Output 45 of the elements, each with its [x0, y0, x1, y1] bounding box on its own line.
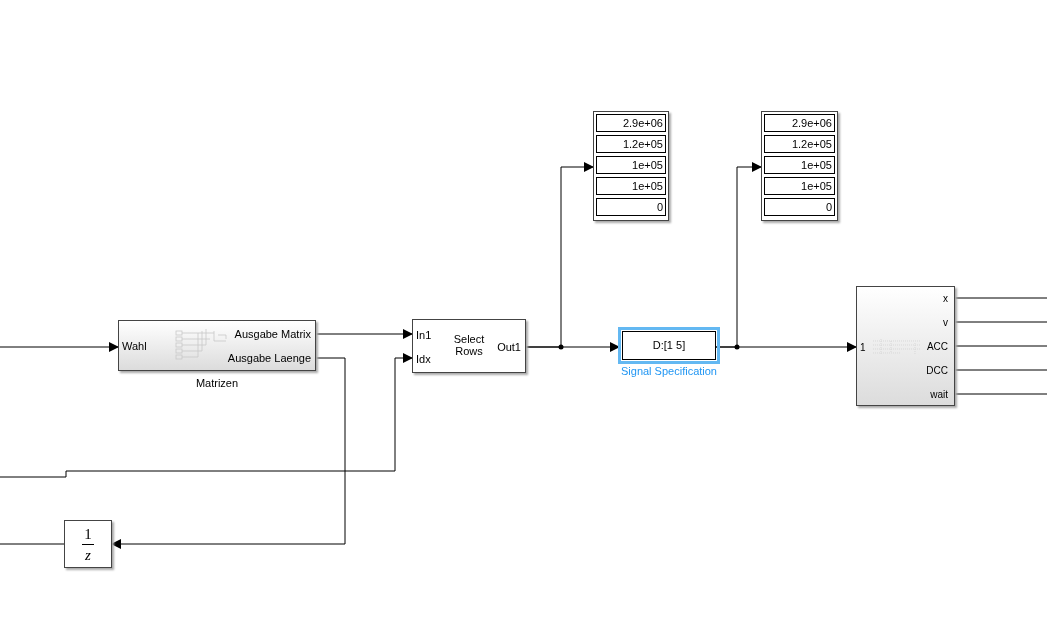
port-label: ACC: [926, 341, 948, 353]
subsystem-block: [118, 320, 316, 371]
subsystem-block: [856, 286, 955, 406]
block-label: D:[1 5]: [651, 338, 687, 354]
display-value: 1e+05: [764, 156, 835, 174]
port-label: x: [943, 293, 948, 305]
port-label: Ausgabe Matrix: [234, 327, 311, 342]
arrow: [525, 342, 620, 352]
display-value: 1.2e+05: [764, 135, 835, 153]
signal-line: [954, 345, 1047, 347]
display-value: 2.9e+06: [764, 114, 835, 132]
port-label: v: [943, 317, 948, 329]
select-rows-block: [412, 319, 526, 373]
port-label: 1: [860, 341, 866, 355]
fraction-numerator: 1: [84, 525, 92, 542]
port-label: wait: [930, 389, 948, 401]
display-value: 0: [764, 198, 835, 216]
port-label: Ausgabe Laenge: [227, 351, 311, 366]
display-value: 1e+05: [764, 177, 835, 195]
display-value: 0: [596, 198, 666, 216]
unit-delay-block: [64, 520, 112, 568]
arrow: [0, 353, 413, 478]
port-label: In1: [416, 328, 432, 343]
display-value: 1e+05: [596, 156, 666, 174]
port-label: Wahl: [122, 339, 147, 354]
signal-line: [954, 369, 1047, 371]
arrow: [315, 329, 413, 339]
arrow: [0, 342, 119, 352]
signal-line: [954, 297, 1047, 299]
signal-line: [954, 321, 1047, 323]
port-label: DCC: [926, 365, 948, 377]
port-label: Out1: [497, 340, 521, 355]
display-value: 1e+05: [596, 177, 666, 195]
port-label: Idx: [416, 352, 431, 367]
fraction-denominator: z: [85, 546, 91, 563]
display-block: [761, 111, 838, 221]
arrow: [111, 357, 346, 549]
block-name: Matrizen: [194, 376, 240, 391]
block-label: Select Rows: [452, 333, 486, 357]
signal-line: [954, 393, 1047, 395]
block-name: Signal Specification: [620, 364, 718, 379]
display-value: 1.2e+05: [596, 135, 666, 153]
display-block: [593, 111, 669, 221]
signal-line: [0, 543, 65, 545]
display-value: 2.9e+06: [596, 114, 666, 132]
